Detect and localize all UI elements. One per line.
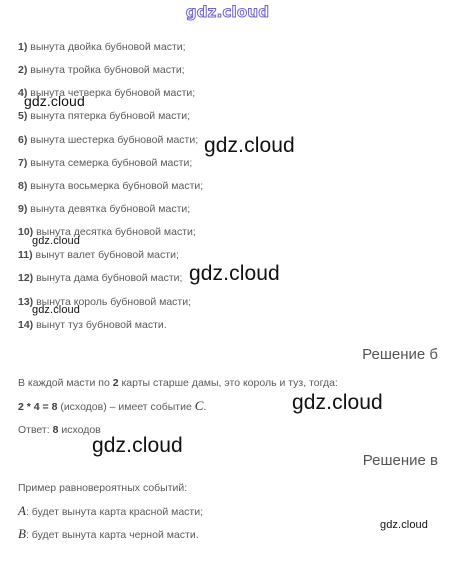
list-item: 10) вынута десятка бубновой масти; [18,225,203,248]
solution-b-intro: В каждой масти по 2 карты старше дамы, э… [18,377,338,389]
formula-expression: 2 * 4 = 8 [18,401,58,413]
list-item-number: 2) [18,64,28,77]
list-item-number: 12) [18,272,34,285]
list-item-text: вынута пятерка бубновой масти; [27,110,190,123]
list-item: 9) вынута девятка бубновой масти; [18,202,203,225]
solution-b-answer: Ответ: 8 исходов [18,424,101,436]
list-item: 13) вынута король бубновой масти; [18,295,203,318]
list-item-text: вынута девятка бубновой масти; [27,202,191,215]
list-item: 6) вынута шестерка бубновой масти; [18,133,203,156]
watermark: gdz.cloud [92,434,183,457]
list-item: 8) вынута восьмерка бубновой масти; [18,179,203,202]
section-title-solution-v: Решение в [362,452,438,469]
answer-unit: исходов [58,424,101,436]
list-item-text: вынута четверка бубновой масти; [27,87,196,100]
list-item-text: вынута тройка бубновой масти; [27,64,185,77]
list-item-text: вынут валет бубновой масти; [32,249,179,262]
site-logo[interactable]: gdz.cloud [185,3,270,22]
list-item-text: вынута шестерка бубновой масти; [27,133,199,146]
formula-period: . [203,401,207,413]
intro-text-end: карты старше дамы, это король и туз, тог… [118,377,338,389]
watermark: gdz.cloud [189,262,280,285]
list-item-number: 7) [18,156,28,169]
list-item-number: 13) [18,295,34,308]
event-a-text: : будет вынута карта красной масти; [25,506,204,518]
intro-text: В каждой масти по [18,377,113,389]
event-letter-a: A [18,503,26,518]
watermark: gdz.cloud [32,235,80,247]
list-item-number: 9) [18,202,28,215]
list-item-number: 11) [18,249,33,262]
list-item-text: вынута семерка бубновой масти; [27,156,193,169]
section-title-solution-b: Решение б [362,346,438,363]
solution-b-formula: 2 * 4 = 8 (исходов) – имеет событие C. [18,398,206,414]
list-item-text: вынута король бубновой масти; [33,295,192,308]
list-item-number: 8) [18,179,28,192]
list-item-text: вынут туз бубновой масти. [33,318,167,331]
event-a-line: A: будет вынута карта красной масти; [18,503,203,519]
list-item: 11) вынут валет бубновой масти; [18,248,203,271]
answer-number: 8 [52,424,59,436]
list-item-text: вынута двойка бубновой масти; [27,41,186,53]
event-b-text: : будет вынута карта черной масти. [25,529,199,541]
list-item-text: вынута дама бубновой масти; [33,272,183,285]
list-item-number: 4) [18,87,28,100]
list-item-text: вынута восьмерка бубновой масти; [27,179,204,192]
list-item-number: 5) [18,110,28,123]
watermark: gdz.cloud [292,391,383,414]
event-b-line: B: будет вынута карта черной масти. [18,526,199,542]
list-item: 5) вынута пятерка бубновой масти; [18,109,203,132]
event-letter-b: B [18,526,26,541]
intro-number: 2 [112,377,119,389]
list-item: 12) вынута дама бубновой масти; [18,271,203,294]
answer-label: Ответ: [18,424,53,436]
list-item-number: 14) [18,318,34,331]
solution-v-intro: Пример равновероятных событий: [18,482,188,494]
list-item: 4) вынута четверка бубновой масти; [18,86,203,109]
formula-text: (исходов) – имеет событие [57,401,195,413]
list-item-text: вынута десятка бубновой масти; [33,226,196,239]
list-item-number: 6) [18,133,28,146]
watermark: gdz.cloud [380,519,428,531]
outcomes-list: 1) вынута двойка бубновой масти;2) вынут… [18,40,203,341]
watermark: gdz.cloud [24,93,85,109]
list-item-number: 1) [18,41,28,53]
event-letter-c: C [194,398,204,413]
list-item: 2) вынута тройка бубновой масти; [18,63,203,86]
list-item-number: 10) [18,226,34,239]
watermark: gdz.cloud [32,304,80,316]
list-item: 7) вынута семерка бубновой масти; [18,156,203,179]
watermark: gdz.cloud [204,134,295,157]
list-item: 1) вынута двойка бубновой масти; [18,40,203,63]
list-item: 14) вынут туз бубновой масти. [18,318,203,341]
site-header: gdz.cloud [0,0,455,26]
